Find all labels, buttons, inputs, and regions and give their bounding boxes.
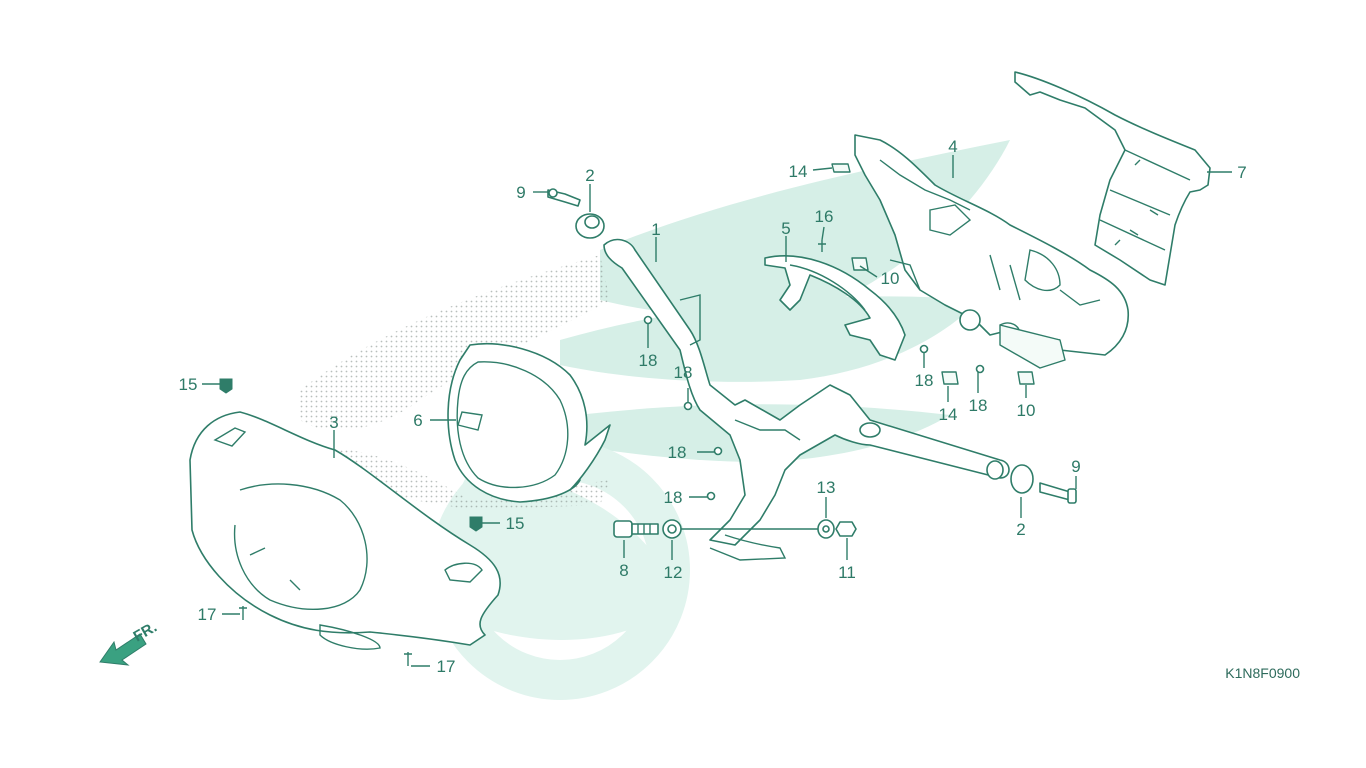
callout-14a: 14 [789, 162, 808, 181]
callout-13: 13 [817, 478, 836, 497]
callout-10b: 10 [1017, 401, 1036, 420]
callout-18d: 18 [664, 488, 683, 507]
callout-6: 6 [413, 411, 422, 430]
clip-15a-icon [219, 378, 233, 394]
front-direction-arrow: FR. [99, 619, 160, 666]
callout-11: 11 [838, 563, 856, 582]
screw-16-icon [818, 240, 826, 252]
callout-17a: 17 [198, 605, 217, 624]
callout-15a: 15 [179, 375, 198, 394]
grip-end-weight-right [1010, 464, 1077, 504]
callout-2a: 2 [585, 166, 594, 185]
screw-18a-icon [643, 315, 653, 325]
callout-18b: 18 [674, 363, 693, 382]
drawing-code: K1N8F0900 [1225, 665, 1300, 681]
screw-18d-icon [706, 491, 716, 501]
clip-14b-icon [941, 371, 959, 385]
callout-17b: 17 [437, 657, 456, 676]
callout-9b: 9 [1071, 457, 1080, 476]
clip-15b-icon [469, 516, 483, 532]
handlebar-bolt-set [613, 519, 857, 539]
callout-labels: 1 2 2 3 4 5 6 7 8 9 9 10 10 11 12 13 14 … [179, 137, 1247, 676]
callout-3: 3 [329, 413, 338, 432]
callout-1: 1 [651, 220, 660, 239]
callout-18c: 18 [668, 443, 687, 462]
small-fasteners [219, 163, 1035, 666]
handlebar-pipe [603, 238, 1010, 561]
callout-4: 4 [948, 137, 957, 156]
arrow-icon [99, 633, 147, 666]
clip-10a-icon [851, 257, 869, 271]
screw-18e-icon [919, 344, 929, 354]
screw-18b-icon [683, 401, 693, 411]
screw-17b-icon [404, 652, 412, 666]
rear-handlebar-cover [854, 134, 1130, 369]
callout-2b: 2 [1016, 520, 1025, 539]
clip-10b-icon [1017, 371, 1035, 385]
screw-18c-icon [713, 446, 723, 456]
callout-15b: 15 [506, 514, 525, 533]
headlight-case [447, 342, 611, 503]
front-handlebar-cover [189, 411, 501, 650]
callout-10a: 10 [881, 269, 900, 288]
callout-18e: 18 [915, 371, 934, 390]
callout-7: 7 [1237, 163, 1246, 182]
callout-16: 16 [815, 207, 834, 226]
callout-5: 5 [781, 219, 790, 238]
callout-18a: 18 [639, 351, 658, 370]
screw-18f-icon [975, 364, 985, 374]
callout-14b: 14 [939, 405, 958, 424]
rear-bracket [764, 255, 906, 361]
callout-18f: 18 [969, 396, 988, 415]
handlebar-upper-panel [1014, 71, 1211, 286]
screw-17a-icon [239, 606, 247, 620]
callout-12: 12 [664, 563, 683, 582]
leader-lines [202, 155, 1232, 667]
callout-8: 8 [619, 561, 628, 580]
callout-9a: 9 [516, 183, 525, 202]
grip-end-weight-left [547, 188, 605, 239]
clip-14a-icon [831, 163, 851, 173]
